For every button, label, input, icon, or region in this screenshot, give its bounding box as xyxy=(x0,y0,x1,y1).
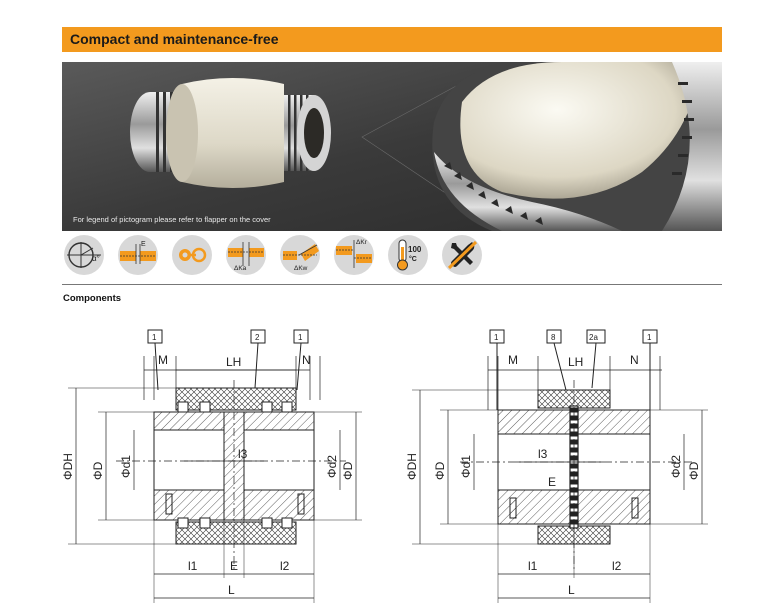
svg-text:N: N xyxy=(630,353,639,367)
svg-text:Φd2: Φd2 xyxy=(669,455,683,478)
axial-displacement-ka-icon: ΔKa xyxy=(226,235,266,275)
svg-text:LH: LH xyxy=(226,355,241,369)
svg-text:LH: LH xyxy=(568,355,583,369)
coupling-drawing-right: 1 8 2a 1 M LH N l3 E l1 l2 L ΦDH ΦD Φd1 … xyxy=(405,329,708,603)
components-heading: Components xyxy=(63,293,122,304)
svg-text:ΦD: ΦD xyxy=(687,461,701,480)
svg-text:ΦD: ΦD xyxy=(341,461,355,480)
svg-text:l3: l3 xyxy=(538,447,548,461)
svg-text:l1: l1 xyxy=(528,559,538,573)
svg-text:L: L xyxy=(228,583,235,597)
coupling-drawing-left: 1 2 1 M LH N l3 l1 E l2 L ΦDH ΦD Φd1 Φd2… xyxy=(61,329,362,603)
svg-text:E: E xyxy=(141,241,146,248)
svg-text:l3: l3 xyxy=(238,447,248,461)
product-photo xyxy=(62,62,722,231)
temperature-100c-icon: 100 °C xyxy=(388,235,428,275)
svg-text:ΔKa: ΔKa xyxy=(234,265,247,272)
svg-text:l2: l2 xyxy=(280,559,290,573)
svg-text:E: E xyxy=(548,475,556,489)
svg-text:ΦD: ΦD xyxy=(91,461,105,480)
svg-text:Φd2: Φd2 xyxy=(325,455,339,478)
svg-text:1: 1 xyxy=(298,333,303,342)
svg-text:1: 1 xyxy=(152,333,157,342)
svg-text:8: 8 xyxy=(551,333,556,342)
section-divider xyxy=(62,284,722,285)
svg-text:ΔKw: ΔKw xyxy=(294,265,308,272)
svg-text:α°: α° xyxy=(92,254,100,263)
svg-text:ΔKr: ΔKr xyxy=(356,239,368,246)
maintenance-free-icon xyxy=(442,235,482,275)
svg-text:Φd1: Φd1 xyxy=(119,455,133,478)
pictogram-legend-note: For legend of pictogram please refer to … xyxy=(73,215,271,224)
svg-text:Φd1: Φd1 xyxy=(459,455,473,478)
svg-text:100: 100 xyxy=(408,245,422,254)
radial-displacement-kr-icon: ΔKr xyxy=(334,235,374,275)
svg-text:°C: °C xyxy=(409,255,417,263)
angular-displacement-kw-icon: ΔKw xyxy=(280,235,320,275)
svg-text:l1: l1 xyxy=(188,559,198,573)
section-banner: Compact and maintenance-free xyxy=(62,27,722,52)
svg-text:ΦDH: ΦDH xyxy=(405,453,419,480)
fail-safe-chain-icon xyxy=(172,235,212,275)
svg-text:1: 1 xyxy=(494,333,499,342)
svg-text:ΦD: ΦD xyxy=(433,461,447,480)
svg-text:l2: l2 xyxy=(612,559,622,573)
axial-clearance-e-icon: E xyxy=(118,235,158,275)
svg-text:E: E xyxy=(230,559,238,573)
svg-text:2a: 2a xyxy=(589,333,598,342)
svg-text:L: L xyxy=(568,583,575,597)
svg-text:N: N xyxy=(302,353,311,367)
svg-text:ΦDH: ΦDH xyxy=(61,453,75,480)
svg-text:1: 1 xyxy=(647,333,652,342)
svg-text:M: M xyxy=(158,353,168,367)
coupling-photo-image xyxy=(62,62,722,231)
svg-text:2: 2 xyxy=(255,333,260,342)
angle-alpha-icon: α° xyxy=(64,235,104,275)
section-banner-title: Compact and maintenance-free xyxy=(70,31,279,47)
svg-text:M: M xyxy=(508,353,518,367)
